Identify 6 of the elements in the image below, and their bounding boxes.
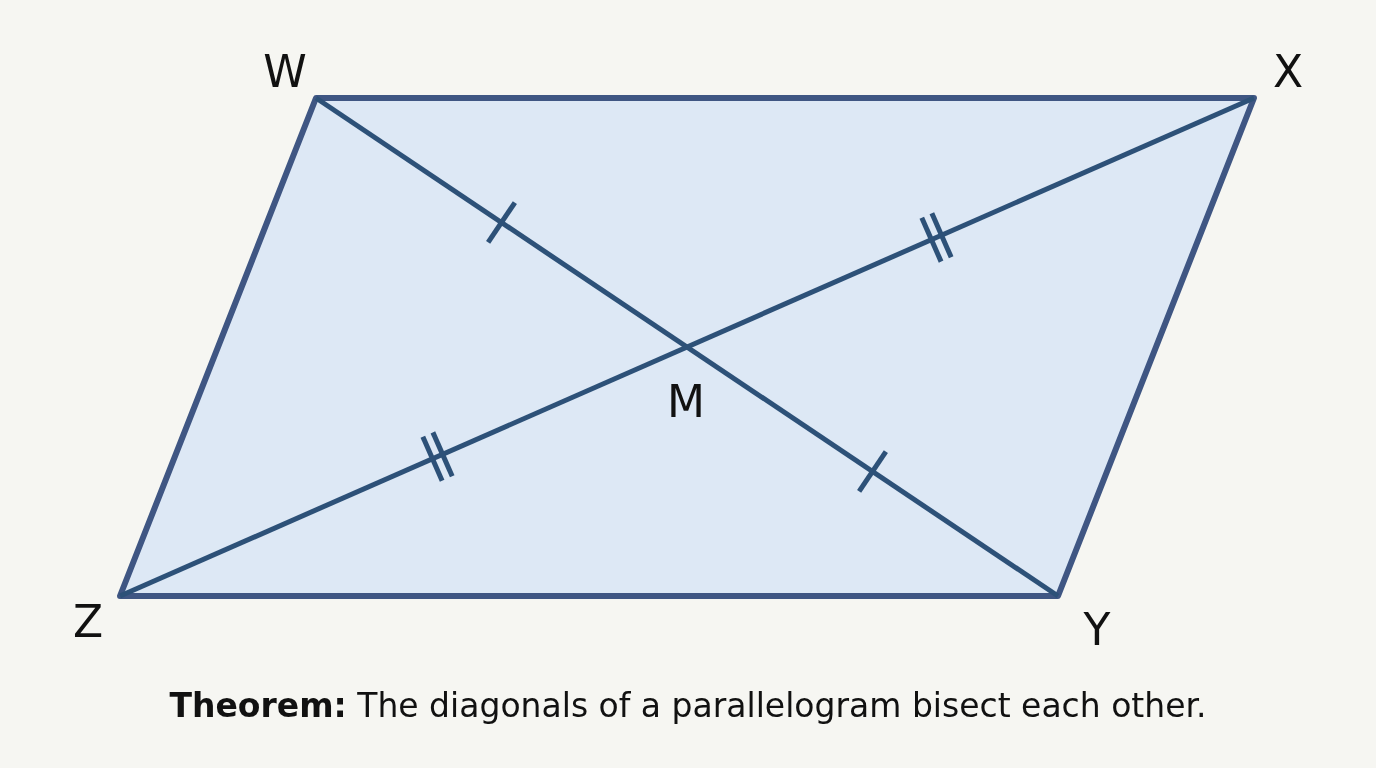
vertex-label: M [667,380,705,424]
vertex-label: X [1272,50,1304,94]
vertex-label: W [263,50,307,94]
vertex-label: Z [72,600,104,644]
vertex-label: Y [1083,608,1111,652]
theorem-caption: Theorem: The diagonals of a parallelogram bisect each other. [169,686,1207,725]
